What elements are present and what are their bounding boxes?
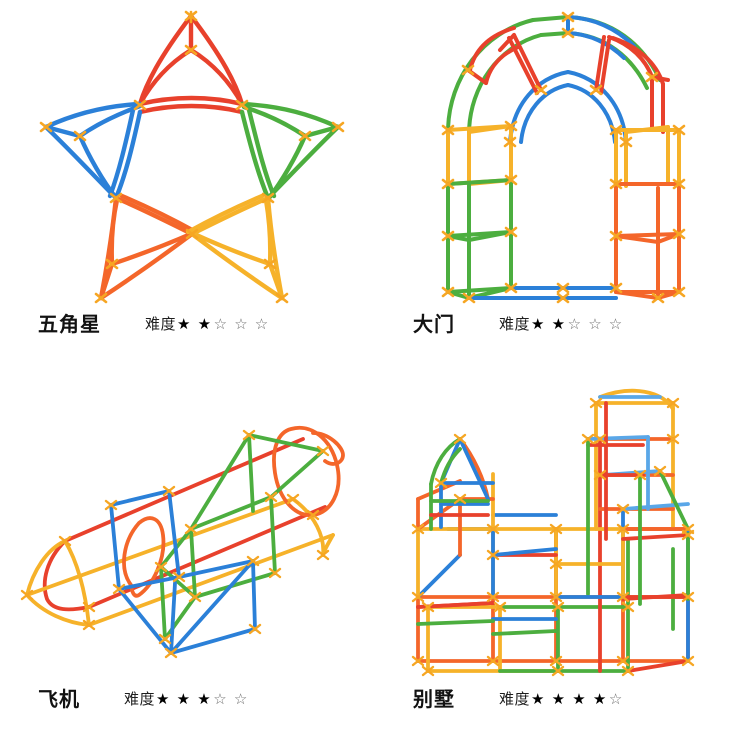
gate-right-frame-orange xyxy=(613,182,681,300)
villa-tower-yellow xyxy=(593,388,675,531)
gate-arch-inner-blue xyxy=(507,15,636,144)
difficulty-label: 难度 xyxy=(124,691,156,708)
connector-joints xyxy=(39,10,344,304)
gate-left-frame-green xyxy=(445,178,513,300)
stars-empty: ☆ ☆ ☆ xyxy=(213,316,270,333)
connector-joints xyxy=(411,397,694,676)
figure-villa xyxy=(375,372,750,685)
star-petal-green xyxy=(239,101,340,201)
difficulty-rating: 难度 ★ ★ ☆ ☆ ☆ xyxy=(145,314,270,336)
star-petal-red xyxy=(137,13,244,115)
figure-airplane xyxy=(0,372,375,685)
stars-filled: ★ ★ xyxy=(531,316,567,333)
plane-fuselage-yellow xyxy=(24,496,335,627)
connector-joints xyxy=(441,11,685,304)
star-petal-blue xyxy=(43,101,142,201)
stars-empty: ☆ ☆ ☆ xyxy=(567,316,624,333)
model-title: 大门 xyxy=(413,314,455,336)
difficulty-label: 难度 xyxy=(145,316,177,333)
difficulty-label: 难度 xyxy=(499,316,531,333)
gate-right-column-yellow xyxy=(613,125,681,188)
difficulty-rating: 难度 ★ ★ ★ ★ ☆ xyxy=(499,689,624,711)
figure-pentagram xyxy=(0,0,375,314)
stars-empty: ☆ ☆ xyxy=(213,691,249,708)
model-title: 别墅 xyxy=(413,689,455,711)
stars-filled: ★ ★ ★ ★ xyxy=(531,691,608,708)
difficulty-label: 难度 xyxy=(499,691,531,708)
model-card-villa[interactable]: 别墅 难度 ★ ★ ★ ★ ☆ xyxy=(375,372,750,743)
stars-empty: ☆ xyxy=(608,691,624,708)
difficulty-rating: 难度 ★ ★ ★ ☆ ☆ xyxy=(124,689,249,711)
stars-filled: ★ ★ xyxy=(177,316,213,333)
gate-left-column-yellow xyxy=(445,124,513,186)
figure-gate xyxy=(375,0,750,314)
stars-filled: ★ ★ ★ xyxy=(156,691,213,708)
model-card-pentagram[interactable]: 五角星 难度 ★ ★ ☆ ☆ ☆ xyxy=(0,0,375,372)
caption-airplane: 飞机 难度 ★ ★ ★ ☆ ☆ xyxy=(0,685,375,743)
difficulty-rating: 难度 ★ ★ ☆ ☆ ☆ xyxy=(499,314,624,336)
model-card-airplane[interactable]: 飞机 难度 ★ ★ ★ ☆ ☆ xyxy=(0,372,375,743)
five-pointed-star-figure xyxy=(39,10,344,304)
airplane-figure xyxy=(20,425,345,658)
caption-villa: 别墅 难度 ★ ★ ★ ★ ☆ xyxy=(375,685,750,743)
villa-rails-blue xyxy=(490,546,625,621)
plane-fuselage-red xyxy=(42,436,327,611)
villa-tower-green xyxy=(585,436,690,606)
plane-ring-orange-mid xyxy=(121,515,165,598)
arched-gate-figure xyxy=(441,11,685,304)
model-title: 五角星 xyxy=(38,314,101,336)
model-title: 飞机 xyxy=(38,689,80,711)
villa-figure xyxy=(411,388,694,676)
caption-gate: 大门 难度 ★ ★ ☆ ☆ ☆ xyxy=(375,314,750,372)
caption-pentagram: 五角星 难度 ★ ★ ☆ ☆ ☆ xyxy=(0,314,375,372)
connector-joints xyxy=(20,429,329,658)
model-card-gate[interactable]: 大门 难度 ★ ★ ☆ ☆ ☆ xyxy=(375,0,750,372)
villa-rails-green xyxy=(415,618,560,673)
star-petal-yellow xyxy=(185,193,284,301)
star-petal-orange xyxy=(98,193,198,301)
gate-spokes-red xyxy=(465,26,670,134)
plane-wing-green xyxy=(158,432,325,641)
